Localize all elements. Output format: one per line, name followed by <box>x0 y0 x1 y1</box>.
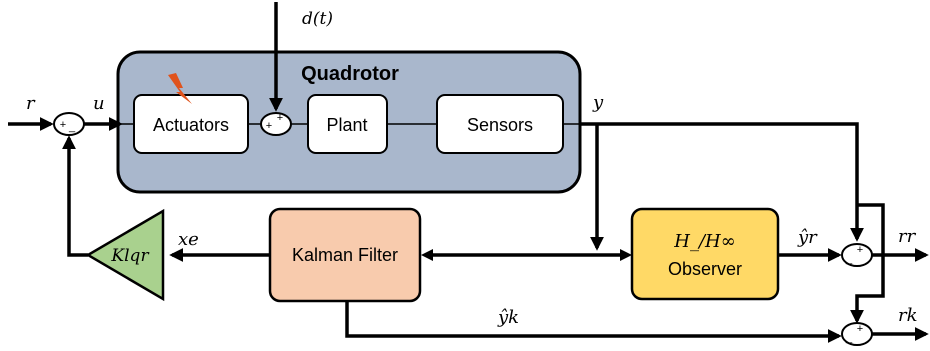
output-to-residual <box>580 122 864 242</box>
quadrotor-title: Quadrotor <box>301 63 399 85</box>
residual-r-label: rr <box>898 226 917 247</box>
residual-r-minus: _ <box>845 253 853 265</box>
feedback-path <box>62 135 88 257</box>
output-label: y <box>592 92 604 113</box>
reference-label: r <box>26 93 36 114</box>
arrowhead-to-observer <box>620 249 632 261</box>
lightning-icon <box>168 73 192 104</box>
arrowhead-to-kalman <box>421 249 433 261</box>
actuators-label: Actuators <box>153 115 229 135</box>
output-to-rk-summer <box>850 203 885 324</box>
residual-r-plus: + <box>857 244 863 256</box>
plant-label: Plant <box>326 115 367 135</box>
state-estimate-label: xe <box>178 229 199 250</box>
observer-label-line1: H_/H∞ <box>673 231 735 252</box>
observer-output-label: ŷr <box>797 227 818 248</box>
kalman-output-label: ŷk <box>497 307 519 328</box>
observer-label-line2: Observer <box>668 259 742 279</box>
plant-summer-plus-left: + <box>266 120 272 132</box>
kalman-output-arrow <box>345 301 842 343</box>
input-summer-plus: + <box>60 119 66 131</box>
kalman-filter-label: Kalman Filter <box>292 245 398 265</box>
plant-summer-plus-top: + <box>277 112 283 124</box>
residual-k-label: rk <box>898 305 918 326</box>
observer-block <box>630 207 780 301</box>
residual-k-plus: + <box>857 323 863 335</box>
sensors-label: Sensors <box>467 115 533 135</box>
disturbance-label: d(t) <box>302 9 333 29</box>
lqr-gain-block <box>85 208 165 302</box>
control-signal-label: u <box>93 93 105 114</box>
residual-k-minus: _ <box>845 332 853 344</box>
input-summer-minus: _ <box>68 121 76 133</box>
lqr-gain-label: Klqr <box>110 246 149 266</box>
